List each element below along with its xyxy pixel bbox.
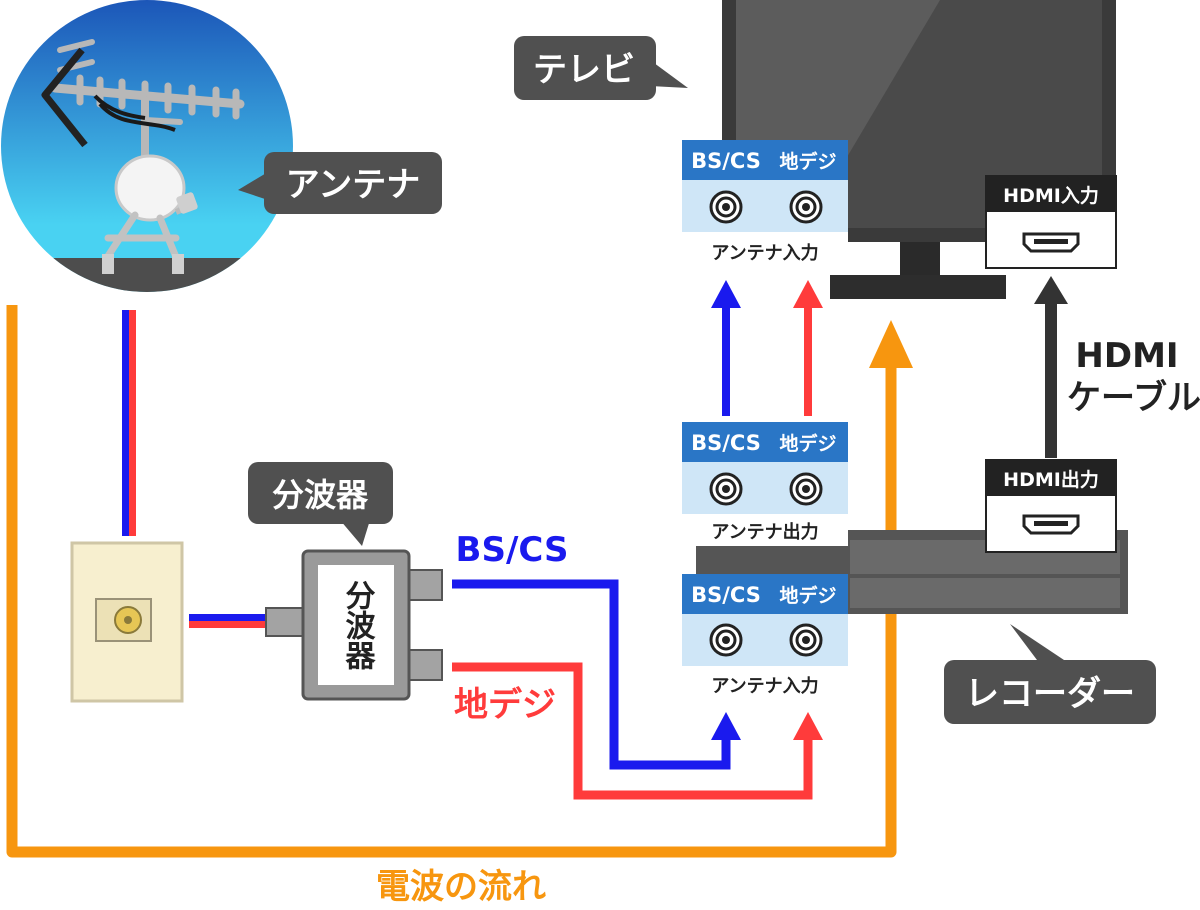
tv-input-caption: アンテナ入力	[711, 243, 818, 264]
wave-flow-label: 電波の流れ	[376, 867, 546, 907]
recorder-antenna-input-panel: BS/CS 地デジ アンテナ入力	[682, 574, 848, 704]
coax-port-icon	[709, 472, 743, 506]
splitter-callout: 分波器	[248, 462, 393, 546]
wall-outlet-icon	[70, 541, 184, 703]
hdmi-cable-label-1: HDMI	[1075, 336, 1178, 376]
outlet-splitter-cable	[189, 614, 265, 628]
hdmi-port-icon	[1022, 514, 1080, 535]
arrow-icon	[1034, 276, 1068, 304]
rec-output-chideji-label: 地デジ	[779, 432, 836, 455]
coax-port-icon	[789, 190, 823, 224]
antenna-reflector	[41, 47, 88, 148]
tv-antenna-input-panel: BS/CS 地デジ アンテナ入力	[682, 140, 848, 270]
recorder-callout: レコーダー	[944, 624, 1156, 724]
hdmi-port-icon	[1022, 232, 1080, 253]
coax-port-icon	[789, 472, 823, 506]
coax-port-icon	[789, 623, 823, 657]
bs-cs-label: BS/CS	[456, 530, 569, 570]
antenna-label: アンテナ	[286, 165, 421, 205]
rec-input-caption: アンテナ入力	[711, 676, 818, 697]
coax-port-icon	[709, 190, 743, 224]
hdmi-output-label: HDMI出力	[1003, 468, 1099, 491]
arrow-icon	[711, 712, 741, 740]
tv-hdmi-input-panel: HDMI入力	[985, 175, 1117, 269]
antenna-callout: アンテナ	[238, 152, 442, 214]
dish-icon	[102, 154, 198, 274]
rec-input-bs-label: BS/CS	[691, 583, 761, 607]
coax-port-icon	[709, 623, 743, 657]
tv-input-chideji-label: 地デジ	[779, 150, 836, 173]
splitter-callout-label: 分波器	[272, 476, 369, 514]
hdmi-cable-label-2: ケーブル	[1067, 378, 1200, 418]
arrow-icon	[793, 712, 823, 740]
antenna-scene	[1, 0, 293, 292]
recorder-to-tv-chideji-arrow	[793, 280, 823, 416]
recorder-antenna-output-panel: BS/CS 地デジ アンテナ出力	[682, 422, 848, 546]
chideji-line: 地デジ	[452, 662, 823, 800]
hdmi-input-label: HDMI入力	[1003, 184, 1099, 207]
chideji-label: 地デジ	[454, 685, 556, 725]
tv-input-bs-label: BS/CS	[691, 149, 761, 173]
recorder-label: レコーダー	[965, 674, 1135, 714]
splitter-body-label: 分波器	[340, 580, 377, 670]
arrow-icon	[711, 280, 741, 308]
recorder-to-tv-bs-arrow	[711, 280, 741, 416]
rec-output-caption: アンテナ出力	[711, 521, 818, 543]
antenna-icon	[50, 39, 245, 184]
bs-cs-line: BS/CS	[452, 530, 741, 770]
arrow-icon	[793, 280, 823, 308]
tv-label: テレビ	[533, 50, 635, 90]
recorder-hdmi-output-panel: HDMI出力	[985, 459, 1117, 553]
hdmi-cable: HDMI ケーブル	[1034, 276, 1200, 458]
antenna-cable	[122, 310, 136, 536]
arrow-icon	[869, 320, 913, 368]
rec-output-bs-label: BS/CS	[691, 431, 761, 455]
rec-input-chideji-label: 地デジ	[779, 584, 836, 607]
splitter-icon	[265, 549, 443, 701]
tv-callout: テレビ	[514, 36, 688, 100]
